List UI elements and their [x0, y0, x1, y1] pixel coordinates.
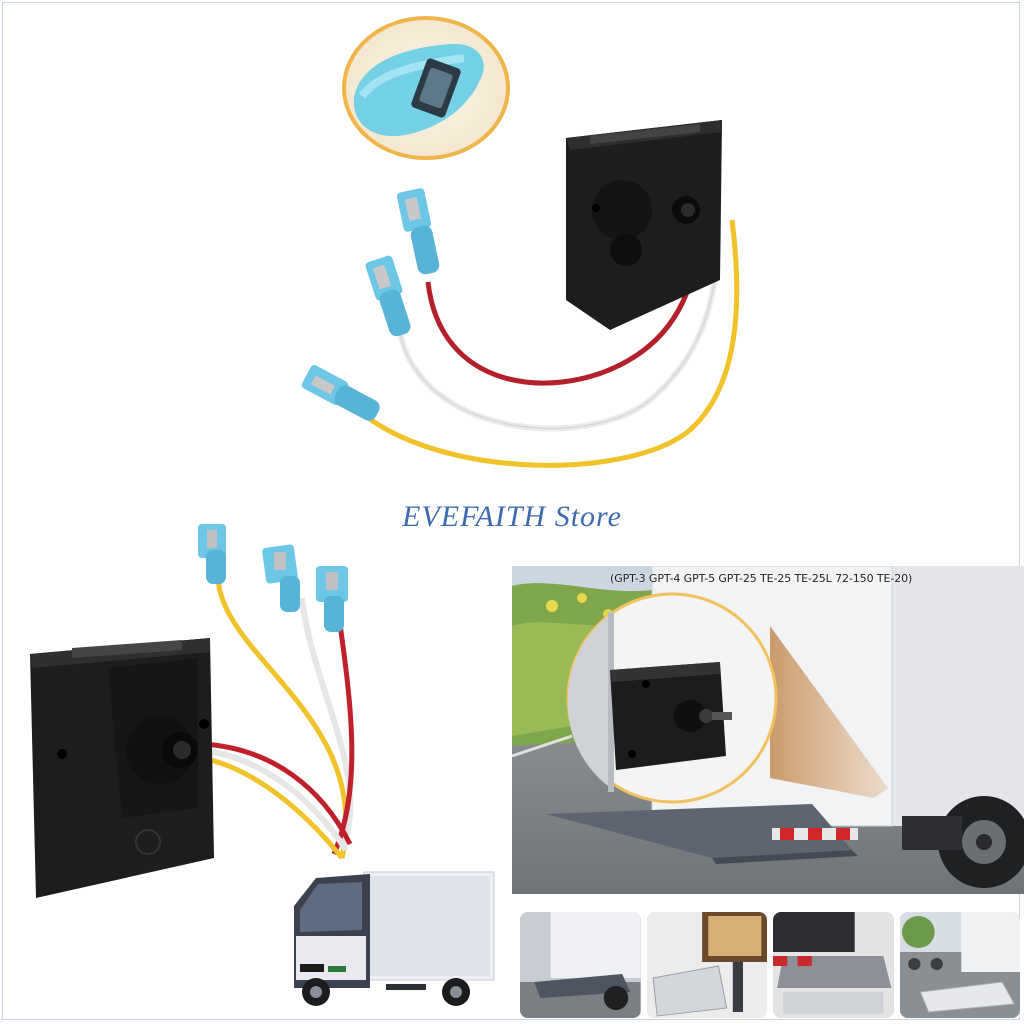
compatible-models: (GPT-3 GPT-4 GPT-5 GPT-25 TE-25 TE-25L 7…	[610, 572, 913, 585]
truck-illustration	[294, 871, 495, 1006]
install-thumbnail	[773, 912, 894, 1018]
install-thumbnail	[899, 912, 1020, 1018]
install-thumbnail	[646, 912, 767, 1018]
switch-product-top	[301, 120, 740, 468]
terminal-1	[396, 188, 440, 275]
connector-closeup	[342, 16, 510, 160]
store-watermark: EVEFAITH Store	[402, 500, 622, 533]
switch-product-bottom	[30, 524, 355, 898]
install-thumbnail	[520, 912, 641, 1018]
liftgate-scene	[512, 566, 1024, 894]
install-thumbnails	[520, 912, 1020, 1018]
